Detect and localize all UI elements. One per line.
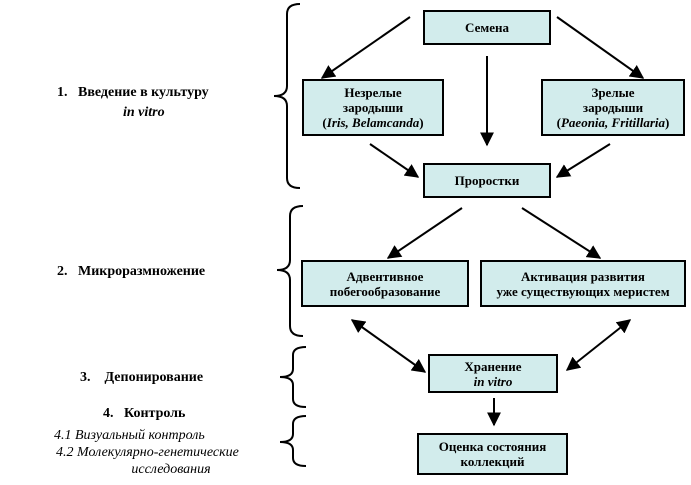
mature-species: Paeonia, Fritillaria [560,115,665,130]
storage-line1: Хранение [464,358,522,374]
immature-species-line: (Iris, Belamcanda) [322,115,424,130]
stage-4-item-1: 4.1 Визуальный контроль [54,428,205,443]
box-activation: Активация развития уже существующих мери… [480,260,686,307]
arrow-adventive-storage [350,319,427,373]
arrow-sprouts-to-adventive [386,207,463,259]
assessment-line1: Оценка состояния [438,439,547,454]
stage-4-title: 4. Контроль [103,406,186,421]
box-sprouts-label: Проростки [454,173,520,188]
storage-line2: in vitro [473,373,513,389]
box-mature-embryos: Зрелые зародыши (Paeonia, Fritillaria) [541,79,685,136]
immature-species: Iris, Belamcanda [326,115,420,130]
stage-2-title: 2. Микроразмножение [57,264,206,279]
arrow-immature-to-sprouts [369,143,420,178]
box-immature-embryos: Незрелые зародыши (Iris, Belamcanda) [302,79,444,136]
mature-line2: зародыши [582,100,644,115]
stage-3-title: 3. Депонирование [80,370,204,385]
brace-stage-2 [276,205,304,337]
stage-4-item-2: 4.2 Молекулярно-генетические [56,445,239,460]
box-seeds: Семена [423,10,551,45]
immature-line1: Незрелые [344,85,402,100]
box-storage: Хранение in vitro [428,354,558,393]
box-assessment: Оценка состояния коллекций [417,433,568,475]
activation-line2: уже существующих меристем [496,283,670,299]
arrow-seeds-to-immature [320,16,411,79]
stage-4-item-3: исследования [131,462,211,477]
box-sprouts: Проростки [423,163,551,198]
activation-line1: Активация развития [521,268,645,284]
brace-stage-1 [273,3,301,189]
assessment-line2: коллекций [460,454,525,469]
mature-line1: Зрелые [591,85,635,100]
immature-line2: зародыши [342,100,404,115]
brace-stage-4 [279,415,307,467]
box-adventive: Адвентивное побегообразование [301,260,469,307]
stage-1-title: 1. Введение в культуру [57,85,209,100]
adventive-line1: Адвентивное [346,268,424,284]
arrow-seeds-to-mature [556,16,645,79]
arrow-sprouts-to-activation [521,207,602,259]
stage-1-subtitle: in vitro [123,105,165,120]
adventive-line2: побегообразование [329,283,441,299]
brace-stage-3 [279,346,307,408]
arrow-activation-storage [565,319,632,371]
mature-species-line: (Paeonia, Fritillaria) [556,115,670,130]
arrow-mature-to-sprouts [555,143,611,178]
box-seeds-label: Семена [465,20,509,35]
